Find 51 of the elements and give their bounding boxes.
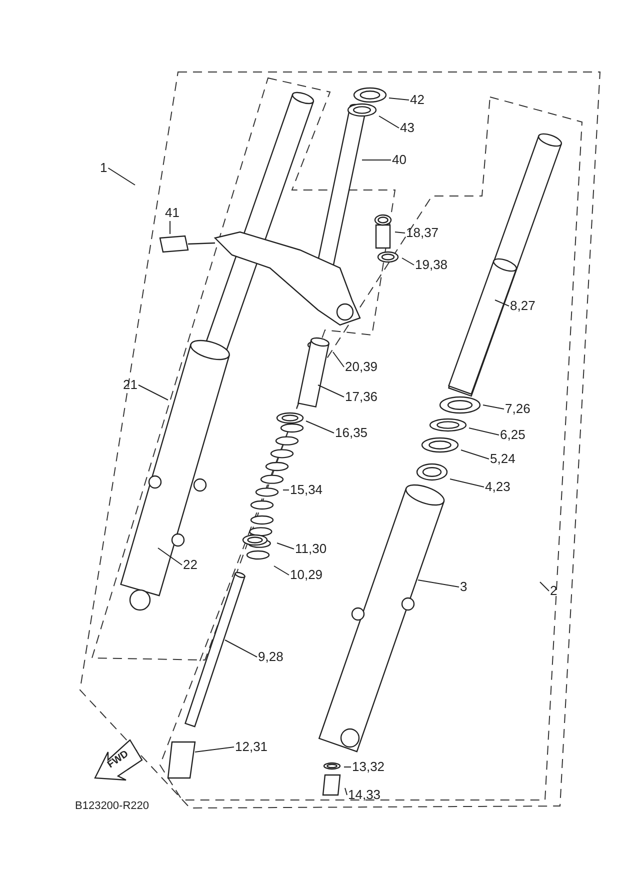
leader-line (332, 352, 344, 368)
leader-line (274, 566, 290, 576)
callout-number: 8,27 (510, 299, 536, 313)
callout-number: 21 (123, 378, 138, 392)
leader-line (460, 450, 490, 460)
callout-number: 17,36 (345, 390, 378, 404)
leader-line (194, 746, 234, 752)
callout-number: 12,31 (235, 740, 268, 754)
callout-number: 11,30 (295, 542, 327, 556)
leader-line (224, 640, 258, 658)
leader-line (402, 258, 414, 266)
leader-line (344, 766, 352, 768)
leader-line (276, 542, 294, 550)
callout-number: 3 (460, 580, 468, 594)
leader-line (450, 478, 484, 488)
callout-number: 41 (165, 206, 180, 220)
callout-number: 9,28 (258, 650, 284, 664)
leader-line (394, 232, 406, 234)
direction-label: FWD (105, 748, 132, 772)
callout-number: 5,24 (490, 452, 516, 466)
leader-line (494, 300, 510, 306)
leader-line (468, 428, 500, 436)
callout-number: 1 (100, 161, 108, 175)
leader-line (540, 582, 550, 592)
leader-line (388, 98, 410, 100)
leader-line (344, 788, 348, 796)
leader-line (108, 168, 136, 186)
leader-line (418, 580, 460, 588)
callout-number: 22 (183, 558, 198, 572)
callout-number: 15,34 (290, 483, 323, 497)
drawing-code: B123200-R220 (75, 799, 150, 813)
callout-number: 2 (550, 584, 558, 598)
leader-line (158, 548, 182, 566)
leader-line (482, 404, 504, 410)
leader-line (306, 420, 334, 434)
leader-line (138, 384, 168, 400)
callout-number: 16,35 (335, 426, 368, 440)
callout-number: 6,25 (500, 428, 526, 442)
callout-number: 14,33 (348, 788, 381, 802)
callout-number: 43 (400, 121, 414, 135)
callout-number: 19,38 (415, 258, 448, 272)
callout-number: 4,23 (485, 480, 510, 494)
callout-number: 7,26 (505, 402, 530, 416)
callout-number: 13,32 (352, 760, 385, 774)
callout-number: 20,39 (345, 360, 378, 374)
leader-line (378, 116, 400, 128)
callout-number: 18,37 (406, 226, 439, 240)
leader-line (318, 384, 344, 398)
callout-number: 40 (392, 153, 406, 167)
callout-number: 42 (410, 93, 424, 107)
callout-number: 10,29 (290, 568, 323, 582)
